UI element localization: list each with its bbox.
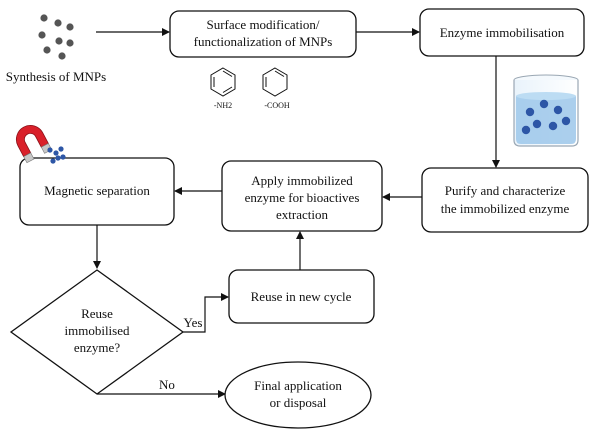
- apply-line-2: enzyme for bioactives: [245, 190, 360, 205]
- particles-icon: [38, 14, 74, 60]
- beaker-icon: [513, 74, 579, 147]
- surface-line-2: functionalization of MNPs: [194, 34, 333, 49]
- purify-line-2: the immobilized enzyme: [441, 201, 570, 216]
- final-line-1: Final application: [254, 378, 342, 393]
- benzene-ring-icon: [210, 67, 236, 97]
- magnet-icon: [16, 125, 53, 164]
- nh2-group-label: -NH2: [214, 101, 232, 110]
- no-label: No: [159, 377, 175, 392]
- edge-yes: [183, 293, 229, 333]
- enzyme-immobilisation-node: Enzyme immobilisation: [419, 8, 585, 57]
- final-line-2: or disposal: [270, 395, 327, 410]
- final-application-node: Final application or disposal: [224, 361, 372, 429]
- cooh-group-label: -COOH: [264, 101, 290, 110]
- surface-line-1: Surface modification/: [207, 17, 320, 32]
- magnetic-separation-node: Magnetic separation: [19, 157, 175, 226]
- reuse-decision-node: Reuse immobilised enzyme?: [9, 269, 185, 395]
- decision-line-2: immobilised: [65, 323, 131, 338]
- surface-modification-node: Surface modification/ functionalization …: [169, 10, 357, 58]
- decision-line-1: Reuse: [81, 306, 113, 321]
- purify-node: Purify and characterize the immobilized …: [421, 167, 589, 233]
- immobilisation-label: Enzyme immobilisation: [440, 25, 565, 40]
- decision-line-3: enzyme?: [74, 340, 120, 355]
- benzene-ring-icon: [262, 67, 288, 97]
- purify-line-1: Purify and characterize: [445, 183, 566, 198]
- apply-line-1: Apply immobilized: [251, 173, 353, 188]
- synthesis-label: Synthesis of MNPs: [6, 69, 106, 84]
- magnetic-label: Magnetic separation: [44, 183, 150, 198]
- yes-label: Yes: [184, 315, 203, 330]
- attracted-particles-icon: [47, 146, 66, 164]
- reuse-cycle-label: Reuse in new cycle: [251, 289, 352, 304]
- apply-line-3: extraction: [276, 207, 328, 222]
- reuse-cycle-node: Reuse in new cycle: [228, 269, 375, 324]
- apply-enzyme-node: Apply immobilized enzyme for bioactives …: [221, 160, 383, 232]
